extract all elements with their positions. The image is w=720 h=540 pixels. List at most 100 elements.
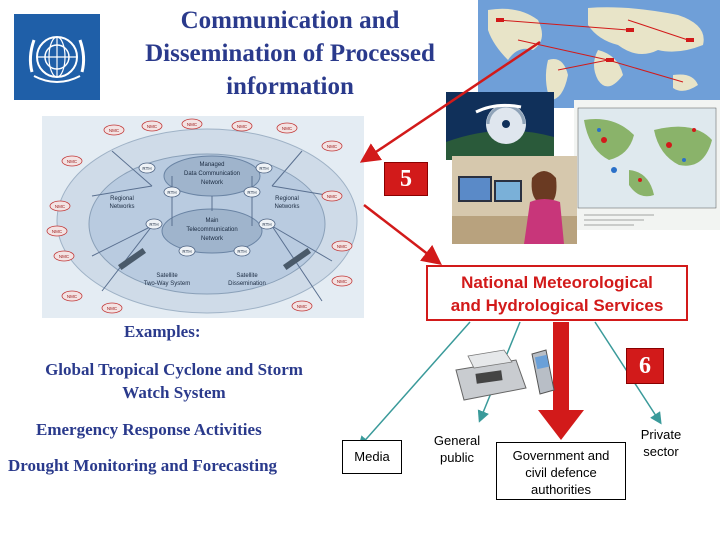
managed-label-1: Managed — [199, 162, 224, 168]
nmc-node — [49, 200, 71, 212]
node-label: RTH — [182, 249, 191, 254]
sat-left-label-1: Satellite — [156, 273, 178, 279]
nmc-node — [46, 225, 68, 237]
general-public-label: General public — [422, 432, 492, 466]
regional-left-label-1: Regional — [110, 196, 134, 202]
logo-graphic — [28, 36, 86, 83]
main-label-3: Network — [201, 236, 224, 242]
node-label: NMC — [67, 159, 78, 164]
main-label-1: Main — [205, 218, 218, 224]
gov-line-3: authorities — [531, 482, 591, 497]
gov-line-2: civil defence — [525, 465, 597, 480]
node-label: NMC — [282, 126, 293, 131]
node-label: RTH — [149, 222, 158, 227]
general-public-line-2: public — [440, 450, 474, 465]
badge-5-text: 5 — [400, 166, 412, 192]
node-label: NMC — [55, 204, 66, 209]
nmc-node — [181, 118, 203, 130]
node-label: RTH — [142, 166, 151, 171]
private-line-1: Private — [640, 427, 682, 442]
managed-label-3: Network — [201, 180, 224, 186]
node-label: NMC — [327, 144, 338, 149]
example-emergency-response: Emergency Response Activities — [36, 420, 262, 439]
nmc-node — [141, 120, 163, 132]
step-5-badge: 5 — [384, 162, 428, 196]
general-public-line-1: General — [433, 433, 481, 448]
arrow-network-to-nmhs — [363, 204, 442, 266]
regional-right-label-2: Networks — [274, 204, 299, 210]
fax-graphic — [455, 349, 555, 401]
managed-label-2: Data Communication — [184, 171, 240, 177]
step-6-badge: 6 — [626, 348, 664, 384]
nmc-node — [321, 140, 343, 152]
nmc-node — [61, 155, 83, 167]
rth-node — [258, 218, 276, 230]
government-box: Government and civil defence authorities — [496, 442, 626, 500]
forecaster-graphic — [452, 156, 577, 244]
fax-phone-image — [446, 340, 561, 408]
weather-chart-image — [574, 100, 720, 230]
nmc-node — [101, 302, 123, 314]
title-text: Communication and Dissemination of Proce… — [145, 7, 435, 100]
regional-left-label-2: Networks — [109, 204, 134, 210]
nmc-node — [61, 290, 83, 302]
private-line-2: sector — [643, 444, 679, 459]
nmhs-line-1: National Meteorological — [461, 273, 653, 292]
node-label: NMC — [52, 229, 63, 234]
nmhs-line-2: and Hydrological Services — [450, 296, 664, 315]
gov-line-1: Government and — [512, 448, 610, 463]
cyclone-satellite-image — [446, 92, 554, 160]
rth-node — [255, 162, 273, 174]
sat-left-label-2: Two-Way System — [144, 281, 190, 287]
nmc-node — [53, 250, 75, 262]
sat-right-label-2: Dissemination — [228, 281, 266, 287]
node-label: NMC — [327, 194, 338, 199]
nmc-node — [231, 120, 253, 132]
nmc-node — [321, 190, 343, 202]
example-cyclone-watch: Global Tropical Cyclone and Storm Watch … — [16, 358, 332, 404]
node-label: NMC — [337, 279, 348, 284]
cyclone-graphic — [446, 92, 554, 160]
example-1-line-1: Global Tropical Cyclone and Storm — [45, 360, 303, 379]
node-label: RTH — [237, 249, 246, 254]
gts-network-diagram: Managed Data Communication Network Main … — [42, 116, 364, 318]
node-label: RTH — [167, 190, 176, 195]
example-drought-monitoring: Drought Monitoring and Forecasting — [8, 456, 278, 475]
example-1-line-2: Watch System — [122, 383, 226, 402]
rth-node — [178, 245, 196, 257]
main-label-2: Telecommunication — [186, 227, 237, 233]
node-label: RTH — [262, 222, 271, 227]
page-title: Communication and Dissemination of Proce… — [110, 4, 470, 103]
node-label: NMC — [107, 306, 118, 311]
media-box: Media — [342, 440, 402, 474]
node-label: NMC — [297, 304, 308, 309]
rth-node — [163, 186, 181, 198]
rth-node — [138, 162, 156, 174]
network-nodes: NMC NMC NMC NMC NMC NMC NMC NMC NMC NMC NMC NMC NMC N… — [46, 118, 353, 314]
badge-6-text: 6 — [639, 353, 651, 379]
node-label: NMC — [67, 294, 78, 299]
node-label: NMC — [59, 254, 70, 259]
node-label: NMC — [187, 122, 198, 127]
rth-node — [243, 186, 261, 198]
node-label: NMC — [237, 124, 248, 129]
nmc-node — [291, 300, 313, 312]
node-label: RTH — [259, 166, 268, 171]
node-label: NMC — [337, 244, 348, 249]
nmc-node — [331, 275, 353, 287]
weather-chart-graphic — [574, 100, 720, 230]
regional-right-label-1: Regional — [275, 196, 299, 202]
nmc-node — [276, 122, 298, 134]
private-sector-label: Private sector — [628, 426, 694, 460]
un-wreath-logo-icon — [14, 14, 100, 100]
network-graphic: Managed Data Communication Network Main … — [42, 116, 364, 318]
node-label: NMC — [147, 124, 158, 129]
node-label: NMC — [109, 128, 120, 133]
examples-heading: Examples: — [124, 322, 201, 341]
rth-node — [145, 218, 163, 230]
nmhs-box: National Meteorological and Hydrological… — [426, 265, 688, 321]
nmc-node — [103, 124, 125, 136]
forecaster-photo — [452, 156, 577, 244]
rth-node — [233, 245, 251, 257]
media-label: Media — [354, 449, 390, 464]
